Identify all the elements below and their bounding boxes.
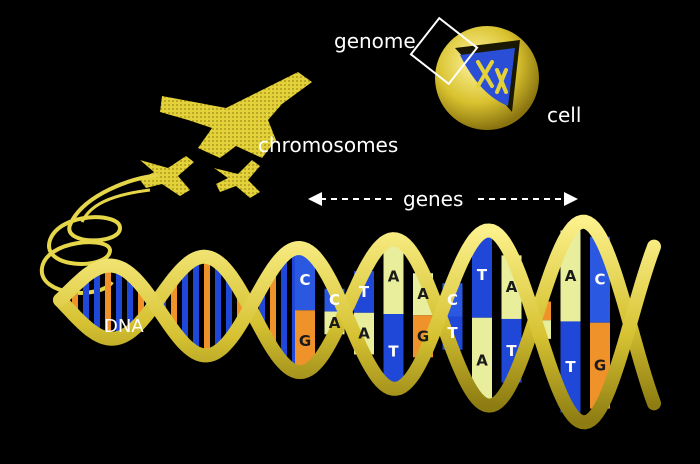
base-letter-top: A: [506, 278, 518, 296]
base-letter-bottom: A: [358, 325, 370, 343]
genes-arrow-left-head: [308, 192, 322, 206]
base-bottom-segment: [472, 317, 492, 404]
genes-arrow-right-head: [564, 192, 578, 206]
dna-backbone-strand-b: [53, 223, 661, 430]
base-letter-top: C: [447, 291, 458, 309]
base-letter-top: C: [299, 271, 310, 289]
base-top-segment: [295, 249, 315, 311]
base-letter-bottom: T: [388, 342, 399, 360]
base-letter-bottom: T: [565, 358, 576, 376]
genes-range-indicator: [308, 192, 578, 206]
base-letter-bottom: G: [417, 327, 429, 345]
chromosome-small-2: [214, 160, 260, 198]
base-top-segment: [472, 232, 492, 318]
base-letter-bottom: A: [476, 351, 488, 369]
base-letter-top: C: [594, 271, 605, 289]
base-letter-bottom: A: [329, 314, 341, 332]
genome-highlight-box: [409, 16, 479, 86]
base-letter-top: A: [388, 268, 400, 286]
base-letter-bottom: G: [299, 332, 311, 350]
base-letter-bottom: T: [506, 342, 517, 360]
chromosomes-label: chromosomes: [258, 133, 398, 157]
base-bottom-segment: [383, 314, 404, 389]
base-letter-bottom: T: [447, 324, 458, 342]
base-bottom-segment: [295, 310, 315, 372]
base-letter-top: T: [359, 283, 370, 301]
coiled-dna: [39, 173, 159, 295]
chromosomes-illustration: [140, 72, 312, 198]
base-top-segment: [383, 239, 404, 315]
genes-label: genes: [403, 187, 463, 211]
base-letter-top: A: [565, 267, 577, 285]
base-letter-top: T: [477, 266, 488, 284]
chromosome-large: [160, 72, 312, 158]
cell-illustration: [409, 16, 539, 130]
genome-label: genome: [334, 29, 416, 53]
genome-chromosome-marks: [476, 60, 508, 94]
base-letter-bottom: G: [594, 357, 606, 375]
chromosome-small-1: [140, 156, 194, 196]
base-letter-top: C: [329, 291, 340, 309]
dna-label: DNA: [104, 316, 144, 337]
cell-label: cell: [547, 103, 581, 127]
base-letter-top: A: [417, 285, 429, 303]
